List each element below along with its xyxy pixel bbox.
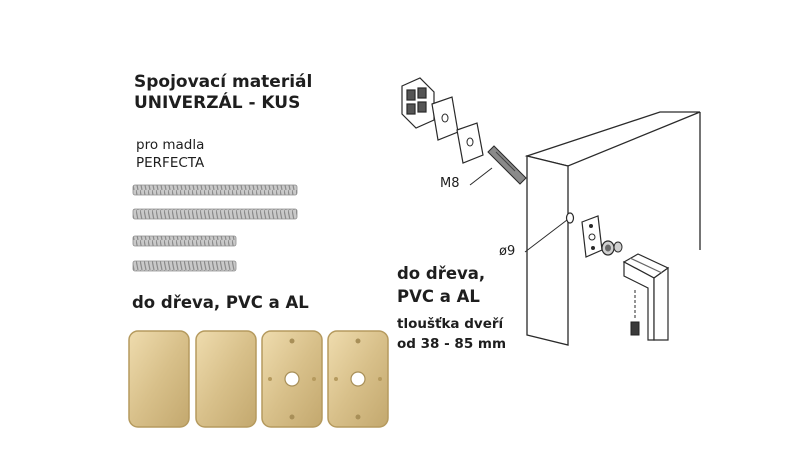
product-title: Spojovací materiál UNIVERZÁL - KUS — [134, 72, 312, 114]
brass-plates — [128, 330, 389, 428]
door-hole-icon — [565, 212, 575, 224]
diagram-materials-line1: do dřeva, — [397, 264, 486, 283]
brass-plate-blank-1 — [128, 330, 190, 428]
brass-plate-drilled-1 — [261, 330, 323, 428]
set-screw — [630, 290, 640, 336]
plate-small-1 — [431, 96, 459, 141]
hole-leader-line — [524, 219, 568, 253]
product-usage: pro madla PERFECTA — [136, 136, 204, 172]
threaded-rod-long-2 — [132, 208, 298, 220]
door-panel — [524, 111, 701, 346]
diagram-materials-line2: PVC a AL — [397, 287, 480, 306]
brass-plate-blank-2 — [195, 330, 257, 428]
connector-nut — [601, 240, 623, 256]
product-title-line2: UNIVERZÁL - KUS — [134, 93, 301, 113]
thread-leader-line — [469, 167, 493, 186]
product-usage-line1: pro madla — [136, 137, 205, 153]
product-materials: do dřeva, PVC a AL — [132, 293, 309, 312]
door-thickness-line1: tloušťka dveří — [397, 316, 504, 332]
plate-small-2 — [456, 122, 484, 164]
plate-back — [581, 215, 603, 258]
door-thickness: tloušťka dveří od 38 - 85 mm — [397, 314, 506, 354]
handle-end — [622, 253, 670, 341]
threaded-rods — [132, 184, 298, 272]
threaded-rod-long-1 — [132, 184, 298, 196]
door-thickness-line2: od 38 - 85 mm — [397, 336, 507, 352]
product-usage-line2: PERFECTA — [136, 155, 205, 171]
product-title-line1: Spojovací materiál — [134, 72, 313, 92]
threaded-rod-short-1 — [132, 235, 237, 247]
thread-label: M8 — [440, 176, 460, 191]
threaded-rod-short-2 — [132, 260, 237, 272]
diagram-materials: do dřeva, PVC a AL — [397, 262, 485, 308]
brass-plate-drilled-2 — [327, 330, 389, 428]
threaded-bolt-m8 — [487, 145, 527, 185]
mounting-bracket — [401, 77, 435, 129]
hole-label: ø9 — [499, 244, 516, 259]
